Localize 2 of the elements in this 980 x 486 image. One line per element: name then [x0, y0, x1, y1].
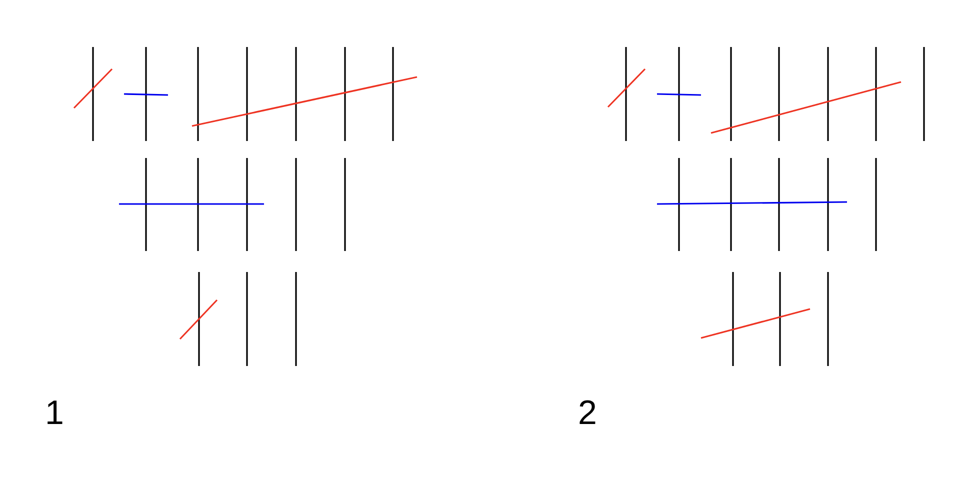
- figure-number: 2: [578, 396, 597, 430]
- figure-number: 1: [45, 396, 64, 430]
